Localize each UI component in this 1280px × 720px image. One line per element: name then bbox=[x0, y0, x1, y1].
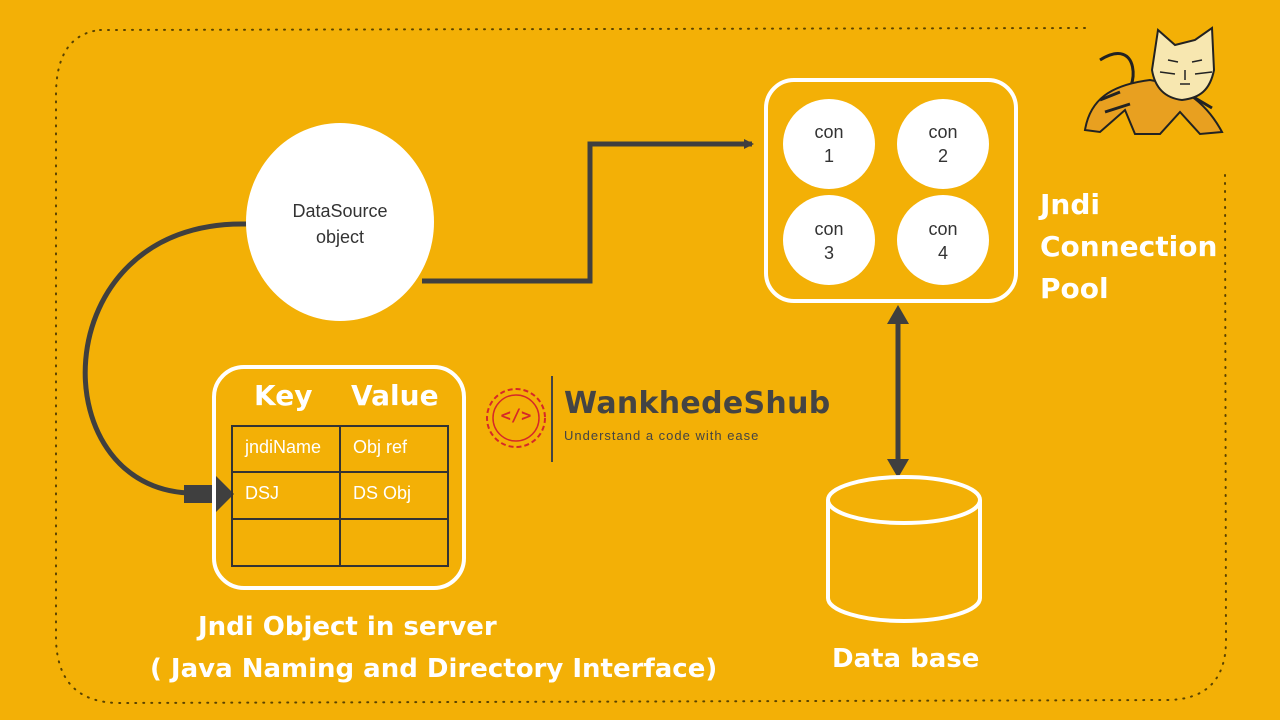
pool-title-line1: Jndi bbox=[1040, 188, 1100, 221]
jndi-caption-line1: Jndi Object in server bbox=[198, 612, 497, 642]
connection-4-circle bbox=[897, 195, 989, 285]
dotted-border bbox=[55, 27, 1228, 705]
connection-3-number: 3 bbox=[823, 243, 834, 263]
brand-logo-icon bbox=[486, 376, 553, 462]
pool-title: Jndi Connection Pool bbox=[1040, 184, 1217, 310]
connection-4-word: con bbox=[928, 219, 958, 239]
table-header-key: Key bbox=[254, 379, 313, 412]
jndi-table-grid bbox=[231, 425, 449, 567]
connection-1-circle bbox=[783, 99, 875, 189]
connection-3-word: con bbox=[814, 219, 844, 239]
connection-pool-box bbox=[764, 78, 1018, 303]
pool-title-line2: Connection bbox=[1040, 230, 1218, 263]
table-cell-r1c1: jndiName bbox=[245, 437, 322, 457]
connection-4-number: 4 bbox=[937, 243, 948, 263]
datasource-circle bbox=[246, 123, 434, 321]
arrow-head-to-table bbox=[184, 474, 234, 514]
datasource-label: DataSource object bbox=[292, 201, 388, 247]
connection-3-circle bbox=[783, 195, 875, 285]
connection-2: con 2 bbox=[897, 120, 989, 168]
connection-2-circle bbox=[897, 99, 989, 189]
brand-icon-text: </> bbox=[500, 406, 532, 426]
arrow-datasource-to-table bbox=[82, 221, 247, 496]
connection-1-word: con bbox=[814, 122, 844, 142]
connection-2-word: con bbox=[928, 122, 958, 142]
connection-3: con 3 bbox=[783, 217, 875, 265]
arrow-datasource-to-pool bbox=[422, 139, 754, 284]
connection-1: con 1 bbox=[783, 120, 875, 168]
jndi-table-box bbox=[212, 365, 466, 590]
connection-4: con 4 bbox=[897, 217, 989, 265]
brand-tagline: Understand a code with ease bbox=[564, 428, 760, 443]
arrow-head-down bbox=[887, 459, 909, 478]
arrow-head-up bbox=[887, 305, 909, 324]
table-cell-r2c1: DSJ bbox=[245, 483, 280, 503]
table-cell-r1c2: Obj ref bbox=[353, 437, 408, 457]
database-label: Data base bbox=[832, 644, 980, 674]
brand-name: WankhedeShub bbox=[564, 386, 831, 421]
pool-title-line3: Pool bbox=[1040, 272, 1109, 305]
table-cell-r2c2: DS Obj bbox=[353, 483, 412, 503]
connection-1-number: 1 bbox=[823, 146, 834, 166]
tomcat-logo bbox=[1083, 26, 1224, 136]
database-cylinder bbox=[826, 475, 982, 623]
connection-2-number: 2 bbox=[937, 146, 948, 166]
table-header-value: Value bbox=[351, 379, 439, 412]
jndi-caption-line2: ( Java Naming and Directory Interface) bbox=[150, 654, 718, 684]
